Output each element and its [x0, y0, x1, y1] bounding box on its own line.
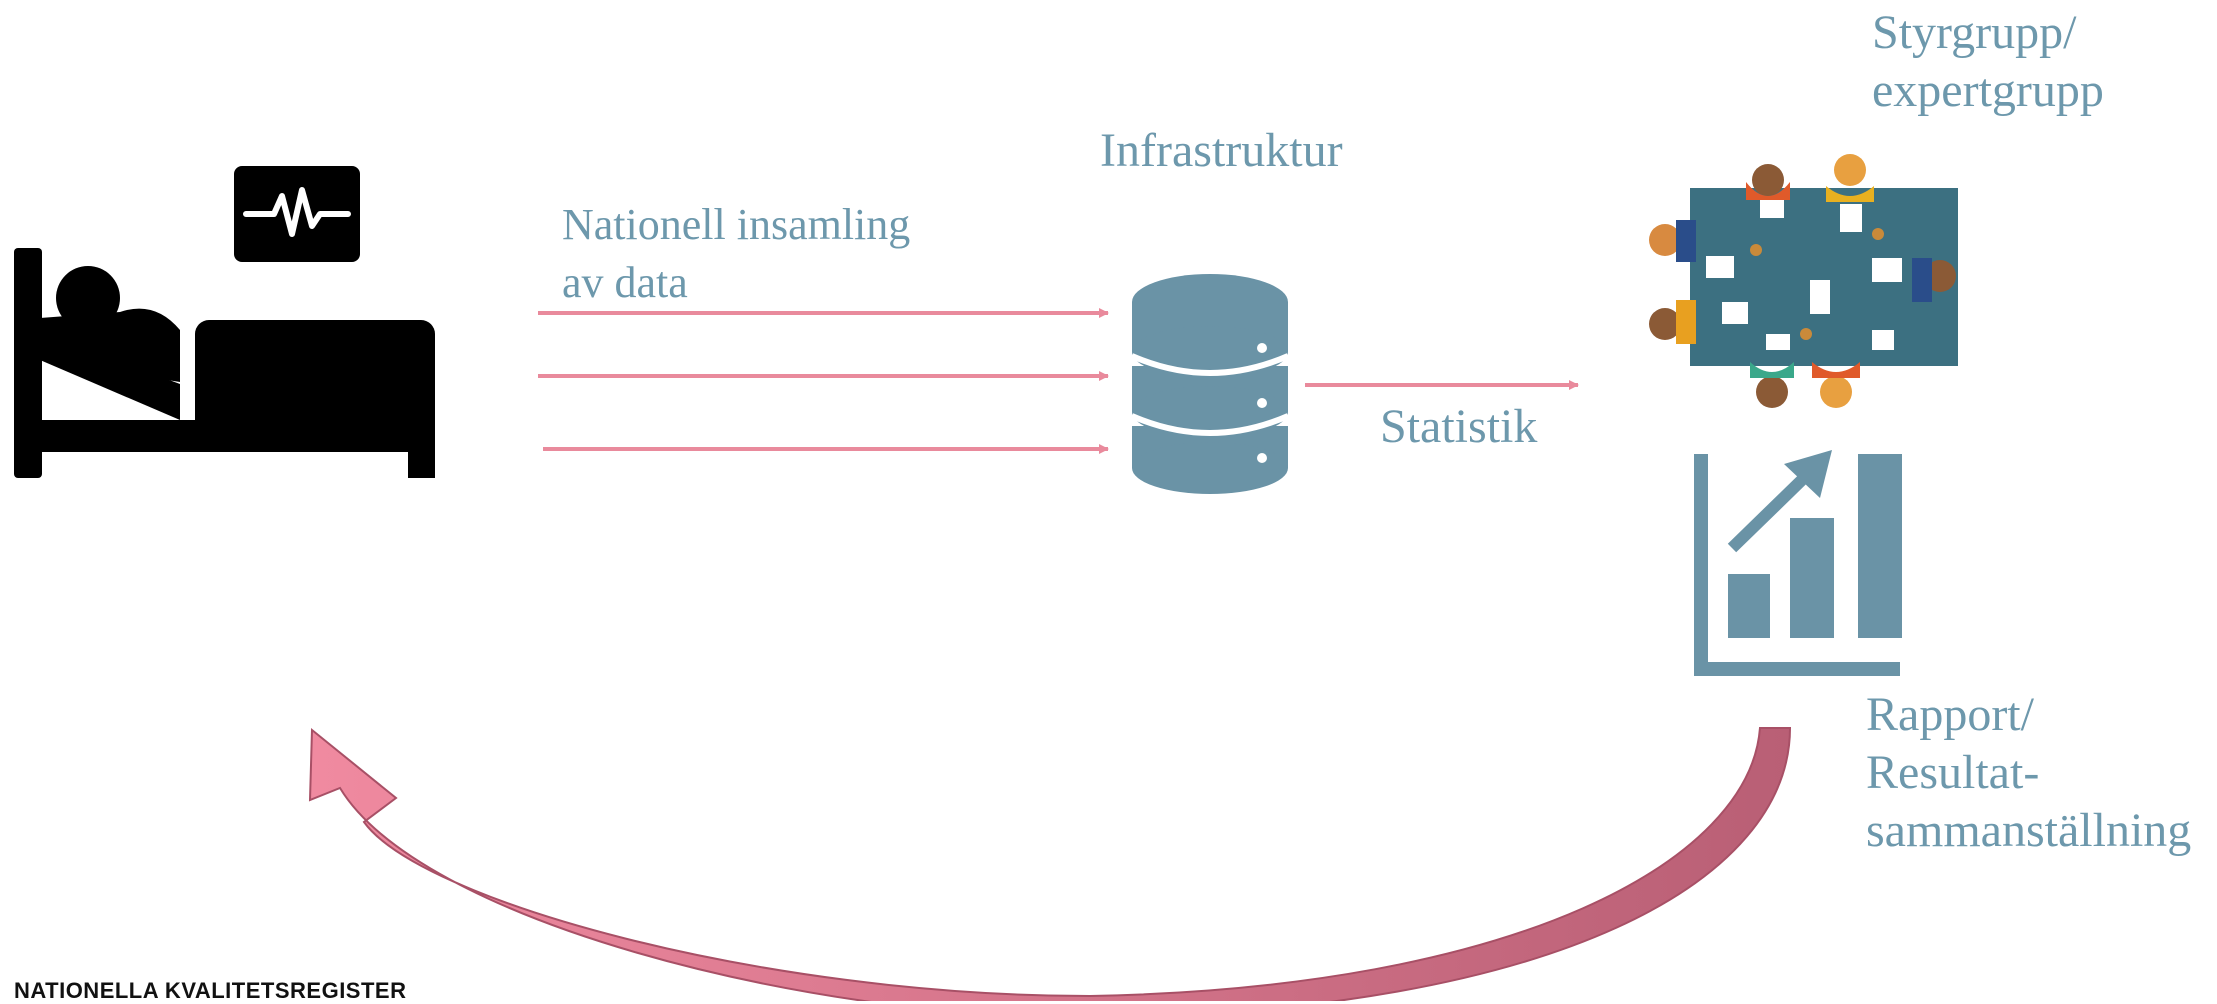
- rapport-line3: sammanställning: [1866, 804, 2192, 857]
- nationell-line1: Nationell insamling: [562, 200, 911, 249]
- meeting-table-icon: [1649, 154, 1958, 408]
- nationell-line2: av data: [562, 258, 688, 307]
- rapport-line1: Rapport/: [1866, 688, 2034, 741]
- statistik-label: Statistik: [1380, 400, 1538, 453]
- brand-wordmark: NATIONELLA KVALITETSREGISTER: [14, 978, 407, 1003]
- rapport-label: Rapport/ Resultat- sammanställning: [1866, 686, 2191, 860]
- bar-chart-growth-icon: [1694, 450, 1902, 676]
- return-arrow: [308, 727, 1792, 1001]
- heart-monitor-icon: [234, 166, 360, 262]
- hospital-bed-patient-icon: [14, 248, 435, 478]
- database-icon: [1130, 274, 1290, 494]
- nationell-insamling-label: Nationell insamling av data: [562, 196, 910, 312]
- styrgrupp-line2: expertgrupp: [1872, 64, 2104, 117]
- styrgrupp-line1: Styrgrupp/: [1872, 6, 2077, 59]
- styrgrupp-label: Styrgrupp/ expertgrupp: [1872, 4, 2104, 120]
- infrastruktur-label: Infrastruktur: [1100, 124, 1343, 177]
- rapport-line2: Resultat-: [1866, 746, 2040, 799]
